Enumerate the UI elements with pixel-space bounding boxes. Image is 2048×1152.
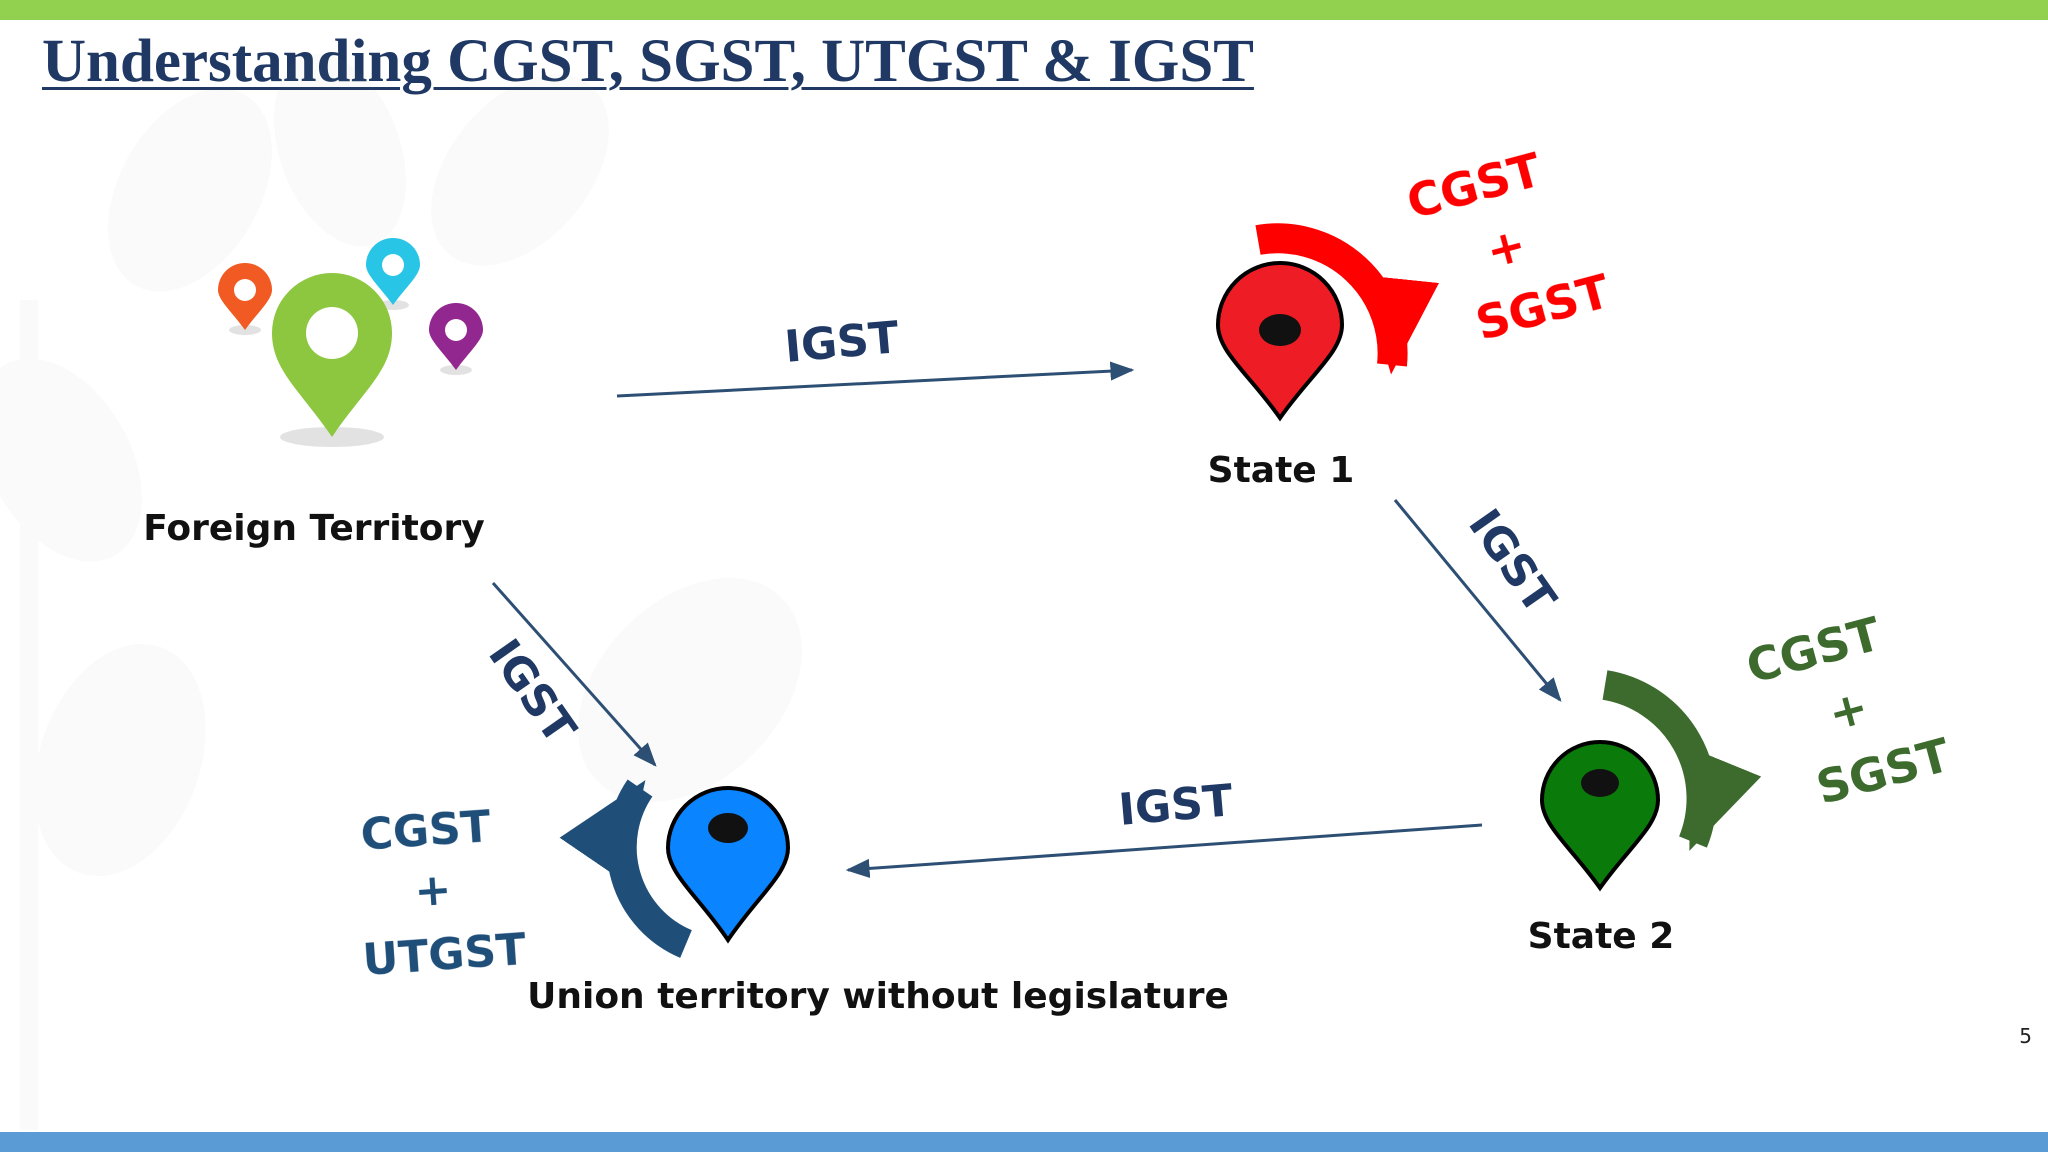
union-territory-label: Union territory without legislature: [527, 976, 1229, 1017]
state1-plus-label: +: [1480, 217, 1531, 279]
union-utgst-label: UTGST: [361, 924, 528, 986]
top-accent-bar: [0, 0, 2048, 20]
page-title: Understanding CGST, SGST, UTGST & IGST: [42, 28, 1254, 95]
state2-label: State 2: [1528, 916, 1675, 957]
state1-cgst-label: CGST: [1401, 142, 1547, 230]
state2-location-pin-icon: [1539, 740, 1661, 892]
igst-label-foreign-state1: IGST: [783, 312, 901, 373]
union-intra-tax-arrow: [559, 779, 693, 958]
page-number: 5: [2019, 1024, 2032, 1048]
union-cgst-label: CGST: [359, 801, 492, 861]
state2-intra-tax-arrow: [1602, 670, 1762, 851]
map-pins-cluster-icon: [218, 238, 483, 447]
state1-location-pin-icon: [1215, 261, 1345, 422]
union-location-pin-icon: [665, 786, 791, 944]
union-plus-label: +: [413, 864, 453, 917]
arrow-state1-to-state2: [1393, 499, 1562, 702]
state1-label: State 1: [1208, 450, 1355, 491]
igst-label-foreign-union: IGST: [478, 630, 585, 753]
state1-sgst-label: SGST: [1470, 264, 1615, 351]
igst-label-state1-state2: IGST: [1458, 500, 1565, 623]
state2-intra-tax: CGST + SGST: [1741, 606, 1956, 815]
bottom-accent-bar: [0, 1132, 2048, 1152]
flow-arrows: [491, 361, 1562, 879]
state1-intra-tax-arrow: [1255, 223, 1439, 375]
foreign-territory-label: Foreign Territory: [143, 508, 485, 549]
purple-pin-icon: [429, 303, 483, 370]
state2-cgst-label: CGST: [1741, 606, 1887, 694]
union-intra-tax: CGST + UTGST: [359, 801, 528, 986]
arrow-foreign-to-union: [491, 582, 657, 767]
igst-label-state2-union: IGST: [1117, 775, 1235, 836]
cyan-pin-icon: [366, 238, 420, 305]
arrow-foreign-to-state1: [616, 361, 1135, 398]
orange-pin-icon: [218, 263, 272, 330]
state1-intra-tax: CGST + SGST: [1401, 142, 1615, 351]
green-pin-icon: [272, 273, 392, 437]
state2-sgst-label: SGST: [1811, 727, 1956, 814]
arrow-state2-to-union: [845, 823, 1483, 879]
state2-plus-label: +: [1823, 679, 1874, 741]
background-leaves: [0, 53, 802, 1130]
